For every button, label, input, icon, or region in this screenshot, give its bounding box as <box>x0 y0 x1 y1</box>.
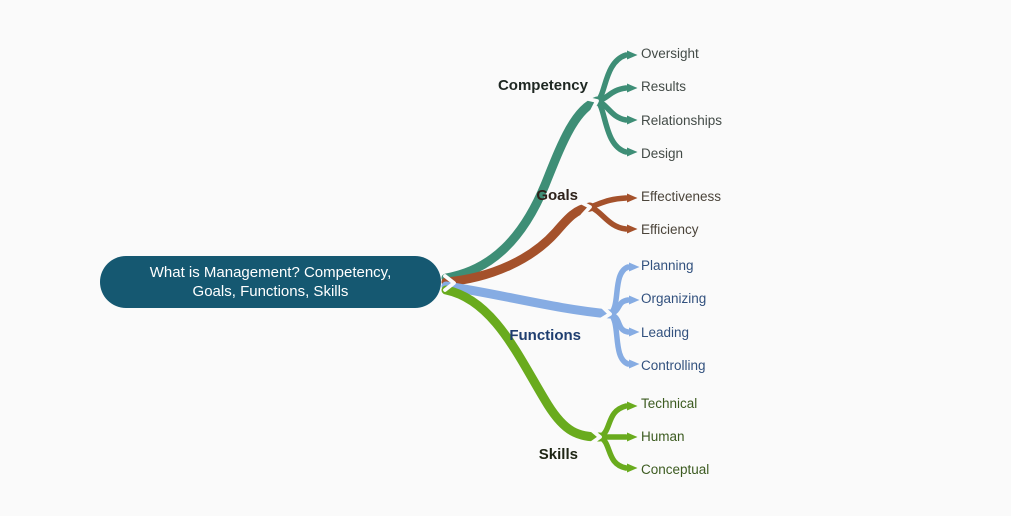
fork-notch-icon <box>588 427 602 446</box>
arrowhead-icon <box>627 83 638 93</box>
branch-label-goals[interactable]: Goals <box>536 187 578 204</box>
arrowhead-icon <box>627 147 638 157</box>
arrowhead-icon <box>629 262 640 272</box>
subtopic-relationships[interactable]: Relationships <box>641 113 723 128</box>
arrowhead-icon <box>627 463 638 473</box>
branch-label-functions[interactable]: Functions <box>509 327 581 344</box>
subtopic-human[interactable]: Human <box>641 429 685 444</box>
arrowhead-icon <box>627 193 638 203</box>
subtopic-organizing[interactable]: Organizing <box>641 291 707 306</box>
branch-skills-trunk <box>441 285 605 442</box>
root-junction-notch-icon <box>443 274 456 292</box>
branch-competency-trunk <box>441 96 602 283</box>
branch-goals-line-effectiveness <box>587 195 629 210</box>
branch-functions-trunk <box>441 281 615 319</box>
fork-notch-icon <box>583 96 599 114</box>
subtopic-planning[interactable]: Planning <box>641 258 694 273</box>
branch-skills-line-technical <box>597 403 629 440</box>
fork-notch-icon <box>578 199 592 218</box>
subtopic-results[interactable]: Results <box>641 79 687 94</box>
root-topic-line1: What is Management? Competency, <box>149 264 392 281</box>
arrowhead-icon <box>627 432 638 442</box>
branch-goals-trunk <box>441 202 595 287</box>
subtopic-leading[interactable]: Leading <box>641 325 690 340</box>
branch-functions-line-controlling <box>607 311 631 367</box>
subtopic-controlling[interactable]: Controlling <box>641 358 706 373</box>
root-topic[interactable]: What is Management? Competency, Goals, F… <box>100 256 441 308</box>
subtopic-effectiveness[interactable]: Effectiveness <box>641 189 722 204</box>
subtopic-design[interactable]: Design <box>641 146 684 161</box>
branch-label-skills[interactable]: Skills <box>538 446 578 463</box>
arrowhead-icon <box>629 295 640 305</box>
arrowhead-icon <box>627 401 638 411</box>
subtopic-conceptual[interactable]: Conceptual <box>641 462 710 477</box>
subtopic-technical[interactable]: Technical <box>641 396 698 411</box>
fork-notch-icon <box>598 304 612 322</box>
arrowhead-icon <box>629 359 640 369</box>
arrowhead-icon <box>627 115 638 125</box>
subtopic-oversight[interactable]: Oversight <box>641 46 699 61</box>
branch-competency-line-design <box>594 98 629 155</box>
arrowhead-icon <box>627 50 638 60</box>
root-topic-line2: Goals, Functions, Skills <box>192 283 349 300</box>
subtopic-efficiency[interactable]: Efficiency <box>641 222 699 237</box>
arrowhead-icon <box>627 224 638 234</box>
arrowhead-icon <box>629 327 640 337</box>
branch-goals-line-efficiency <box>587 204 629 232</box>
branch-skills-line-conceptual <box>597 434 629 471</box>
branch-label-competency[interactable]: Competency <box>497 77 588 94</box>
